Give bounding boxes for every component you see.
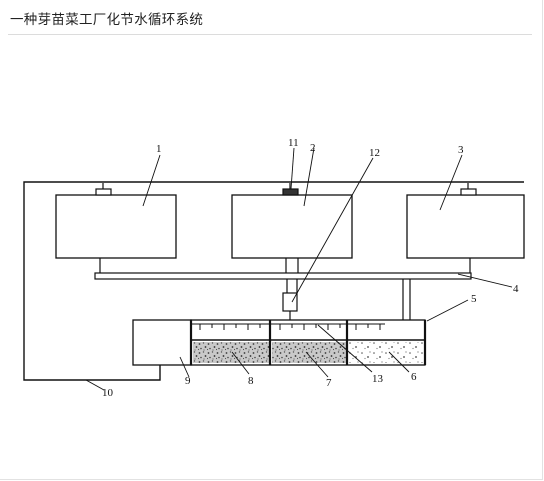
label-9: 9 (185, 375, 191, 387)
reservoir (132, 319, 192, 366)
label-6: 6 (411, 371, 417, 383)
support-plate (94, 272, 472, 280)
valve-icon (95, 188, 112, 196)
filter-media-8 (193, 342, 269, 363)
filter-media-7 (272, 342, 346, 363)
label-5: 5 (471, 293, 477, 305)
return-pipe (23, 181, 524, 381)
tank-1 (55, 194, 177, 259)
label-11: 11 (288, 137, 299, 149)
level-ticks (192, 323, 385, 330)
sensor-box (282, 292, 298, 312)
tank-2 (231, 194, 353, 259)
label-2: 2 (310, 142, 316, 154)
label-3: 3 (458, 144, 464, 156)
title-divider (8, 34, 532, 35)
label-7: 7 (326, 377, 332, 389)
label-13: 13 (372, 373, 384, 385)
page-title: 一种芽苗菜工厂化节水循环系统 (10, 12, 204, 28)
label-1: 1 (156, 143, 162, 155)
label-10: 10 (102, 387, 114, 399)
valve-icon (460, 188, 477, 196)
label-8: 8 (248, 375, 254, 387)
filter-media-6 (349, 342, 423, 363)
valve-icon (282, 188, 299, 196)
tank-3 (406, 194, 525, 259)
label-12: 12 (369, 147, 380, 159)
label-4: 4 (513, 283, 519, 295)
